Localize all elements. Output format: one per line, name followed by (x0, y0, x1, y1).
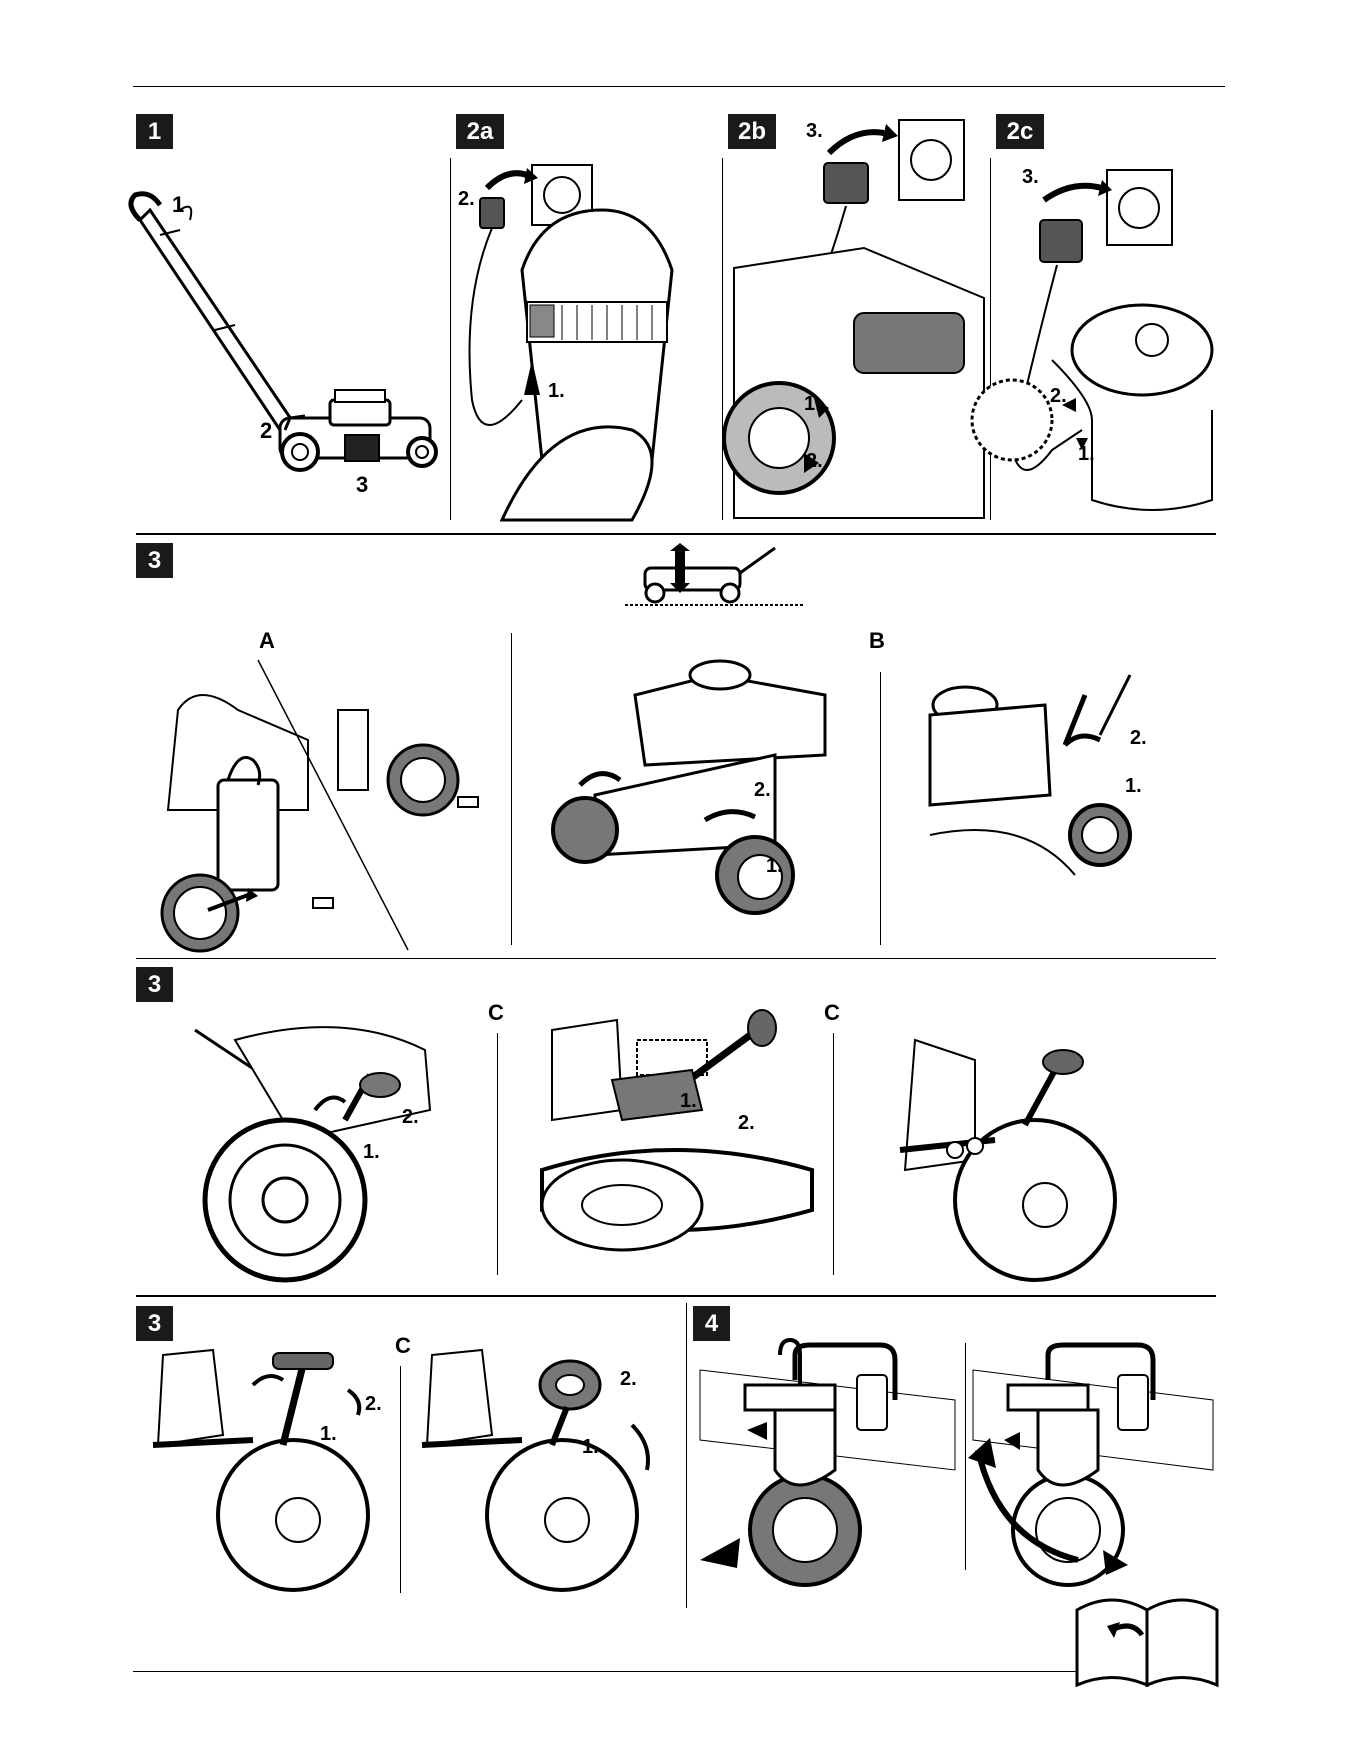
callout-b-push: 1. (1125, 775, 1142, 798)
callout-r4a-push: 1. (320, 1423, 337, 1446)
cutting-height-icon (625, 543, 805, 608)
callout-2c-insert: 2. (1050, 385, 1067, 408)
wheel-height-lever-3 (895, 1040, 1155, 1280)
rule-row3 (136, 1295, 1216, 1297)
swivel-wheel-lock-1 (695, 1340, 963, 1600)
section-badge-3-height: 3 (136, 543, 173, 578)
callout-r3a-push: 1. (363, 1141, 380, 1164)
top-rule (133, 86, 1225, 87)
bottom-rule (133, 1671, 1078, 1672)
section-badge-4: 4 (693, 1306, 730, 1341)
charger-port-illustration (724, 118, 988, 520)
callout-b-lift: 2. (1130, 727, 1147, 750)
variant-label-c-2: C (824, 1000, 840, 1026)
variant-label-c-1: C (488, 1000, 504, 1026)
variant-label-c-3: C (395, 1333, 411, 1359)
callout-1-box: 3 (356, 472, 368, 498)
divider-a-mid (511, 633, 512, 945)
t-handle-illustration (153, 1345, 393, 1595)
divider-r3-2 (833, 1033, 834, 1275)
section-badge-3-lever: 3 (136, 967, 173, 1002)
charger-rear-port-illustration (992, 160, 1212, 520)
divider-r4-1 (400, 1366, 401, 1593)
callout-r4b-push: 1. (582, 1436, 599, 1459)
callout-r3b-move: 2. (738, 1112, 755, 1135)
see-manual-icon (1072, 1590, 1222, 1690)
divider-r4-2 (965, 1343, 966, 1570)
callout-r3a-pull: 2. (402, 1106, 419, 1129)
mower-side-illustration (120, 190, 450, 510)
callout-1-battery: 2 (260, 418, 272, 444)
wheel-height-lever-2 (522, 1010, 822, 1260)
callout-2c-plug: 3. (1022, 166, 1039, 189)
charger-handle-illustration (452, 160, 720, 520)
callout-r4a-turn: 2. (365, 1393, 382, 1416)
divider-2a-2b (722, 158, 723, 520)
divider-r4-3-4 (686, 1303, 687, 1608)
divider-1-2a (450, 158, 451, 520)
callout-2b-insert: 2. (806, 450, 823, 473)
callout-r4b-turn: 2. (620, 1368, 637, 1391)
section-badge-2a: 2a (456, 114, 504, 149)
callout-2b-plug: 3. (806, 120, 823, 143)
rule-row2 (136, 958, 1216, 959)
variant-label-b: B (869, 628, 885, 654)
section-badge-3-handle: 3 (136, 1306, 173, 1341)
callout-2c-open: 1. (1078, 443, 1095, 466)
callout-a2-push: 1. (766, 855, 783, 878)
callout-a2-lift: 2. (754, 779, 771, 802)
callout-2b-open: 1. (804, 393, 821, 416)
swivel-wheel-lock-2 (968, 1340, 1218, 1600)
variant-label-a: A (259, 628, 275, 654)
wheel-height-lever-1 (195, 1020, 465, 1270)
callout-2a-plug: 2. (458, 188, 475, 211)
callout-r3b-push: 1. (680, 1090, 697, 1113)
callout-1-handle: 1 (172, 192, 184, 218)
rule-row1 (136, 533, 1216, 535)
section-badge-2c: 2c (996, 114, 1044, 149)
wheel-bolt-illustration (148, 660, 508, 950)
section-badge-1: 1 (136, 114, 173, 149)
front-wheel-lever-illustration (555, 655, 855, 925)
callout-2a-insert: 1. (548, 380, 565, 403)
divider-mid-b (880, 672, 881, 945)
divider-2b-2c (990, 158, 991, 520)
divider-r3-1 (497, 1033, 498, 1275)
